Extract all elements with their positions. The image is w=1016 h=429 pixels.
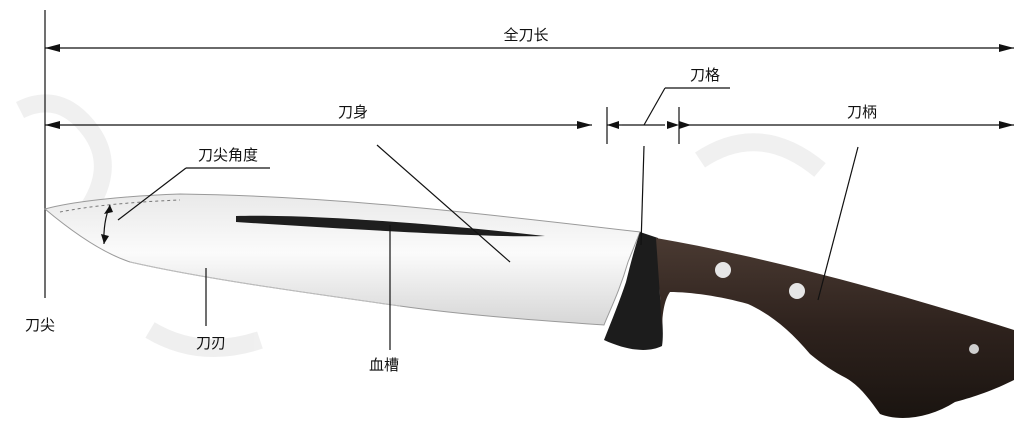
handle-leader-line [817,146,859,301]
overall-length-label: 全刀长 [503,26,548,44]
guard-label: 刀格 [690,66,720,84]
handle-rivets [715,262,979,354]
overall-length-dimension [45,44,1014,52]
background-shapes [15,94,826,357]
knife-guard [604,232,663,350]
handle-dimension [679,121,1014,129]
knife-blade [43,193,641,326]
handle-label: 刀柄 [847,103,877,121]
blade-leader-line [376,144,511,263]
tip-label: 刀尖 [25,316,55,334]
knife-handle [656,238,1014,418]
fuller-label: 血槽 [369,356,399,374]
guard-leader-line [640,145,645,246]
tip-angle-marker [101,167,270,245]
blade-label: 刀身 [338,103,368,121]
edge-label: 刀刃 [196,334,226,352]
guard-dimension [607,87,730,144]
tip-angle-label: 刀尖角度 [198,146,258,164]
blade-dimension [45,107,608,144]
